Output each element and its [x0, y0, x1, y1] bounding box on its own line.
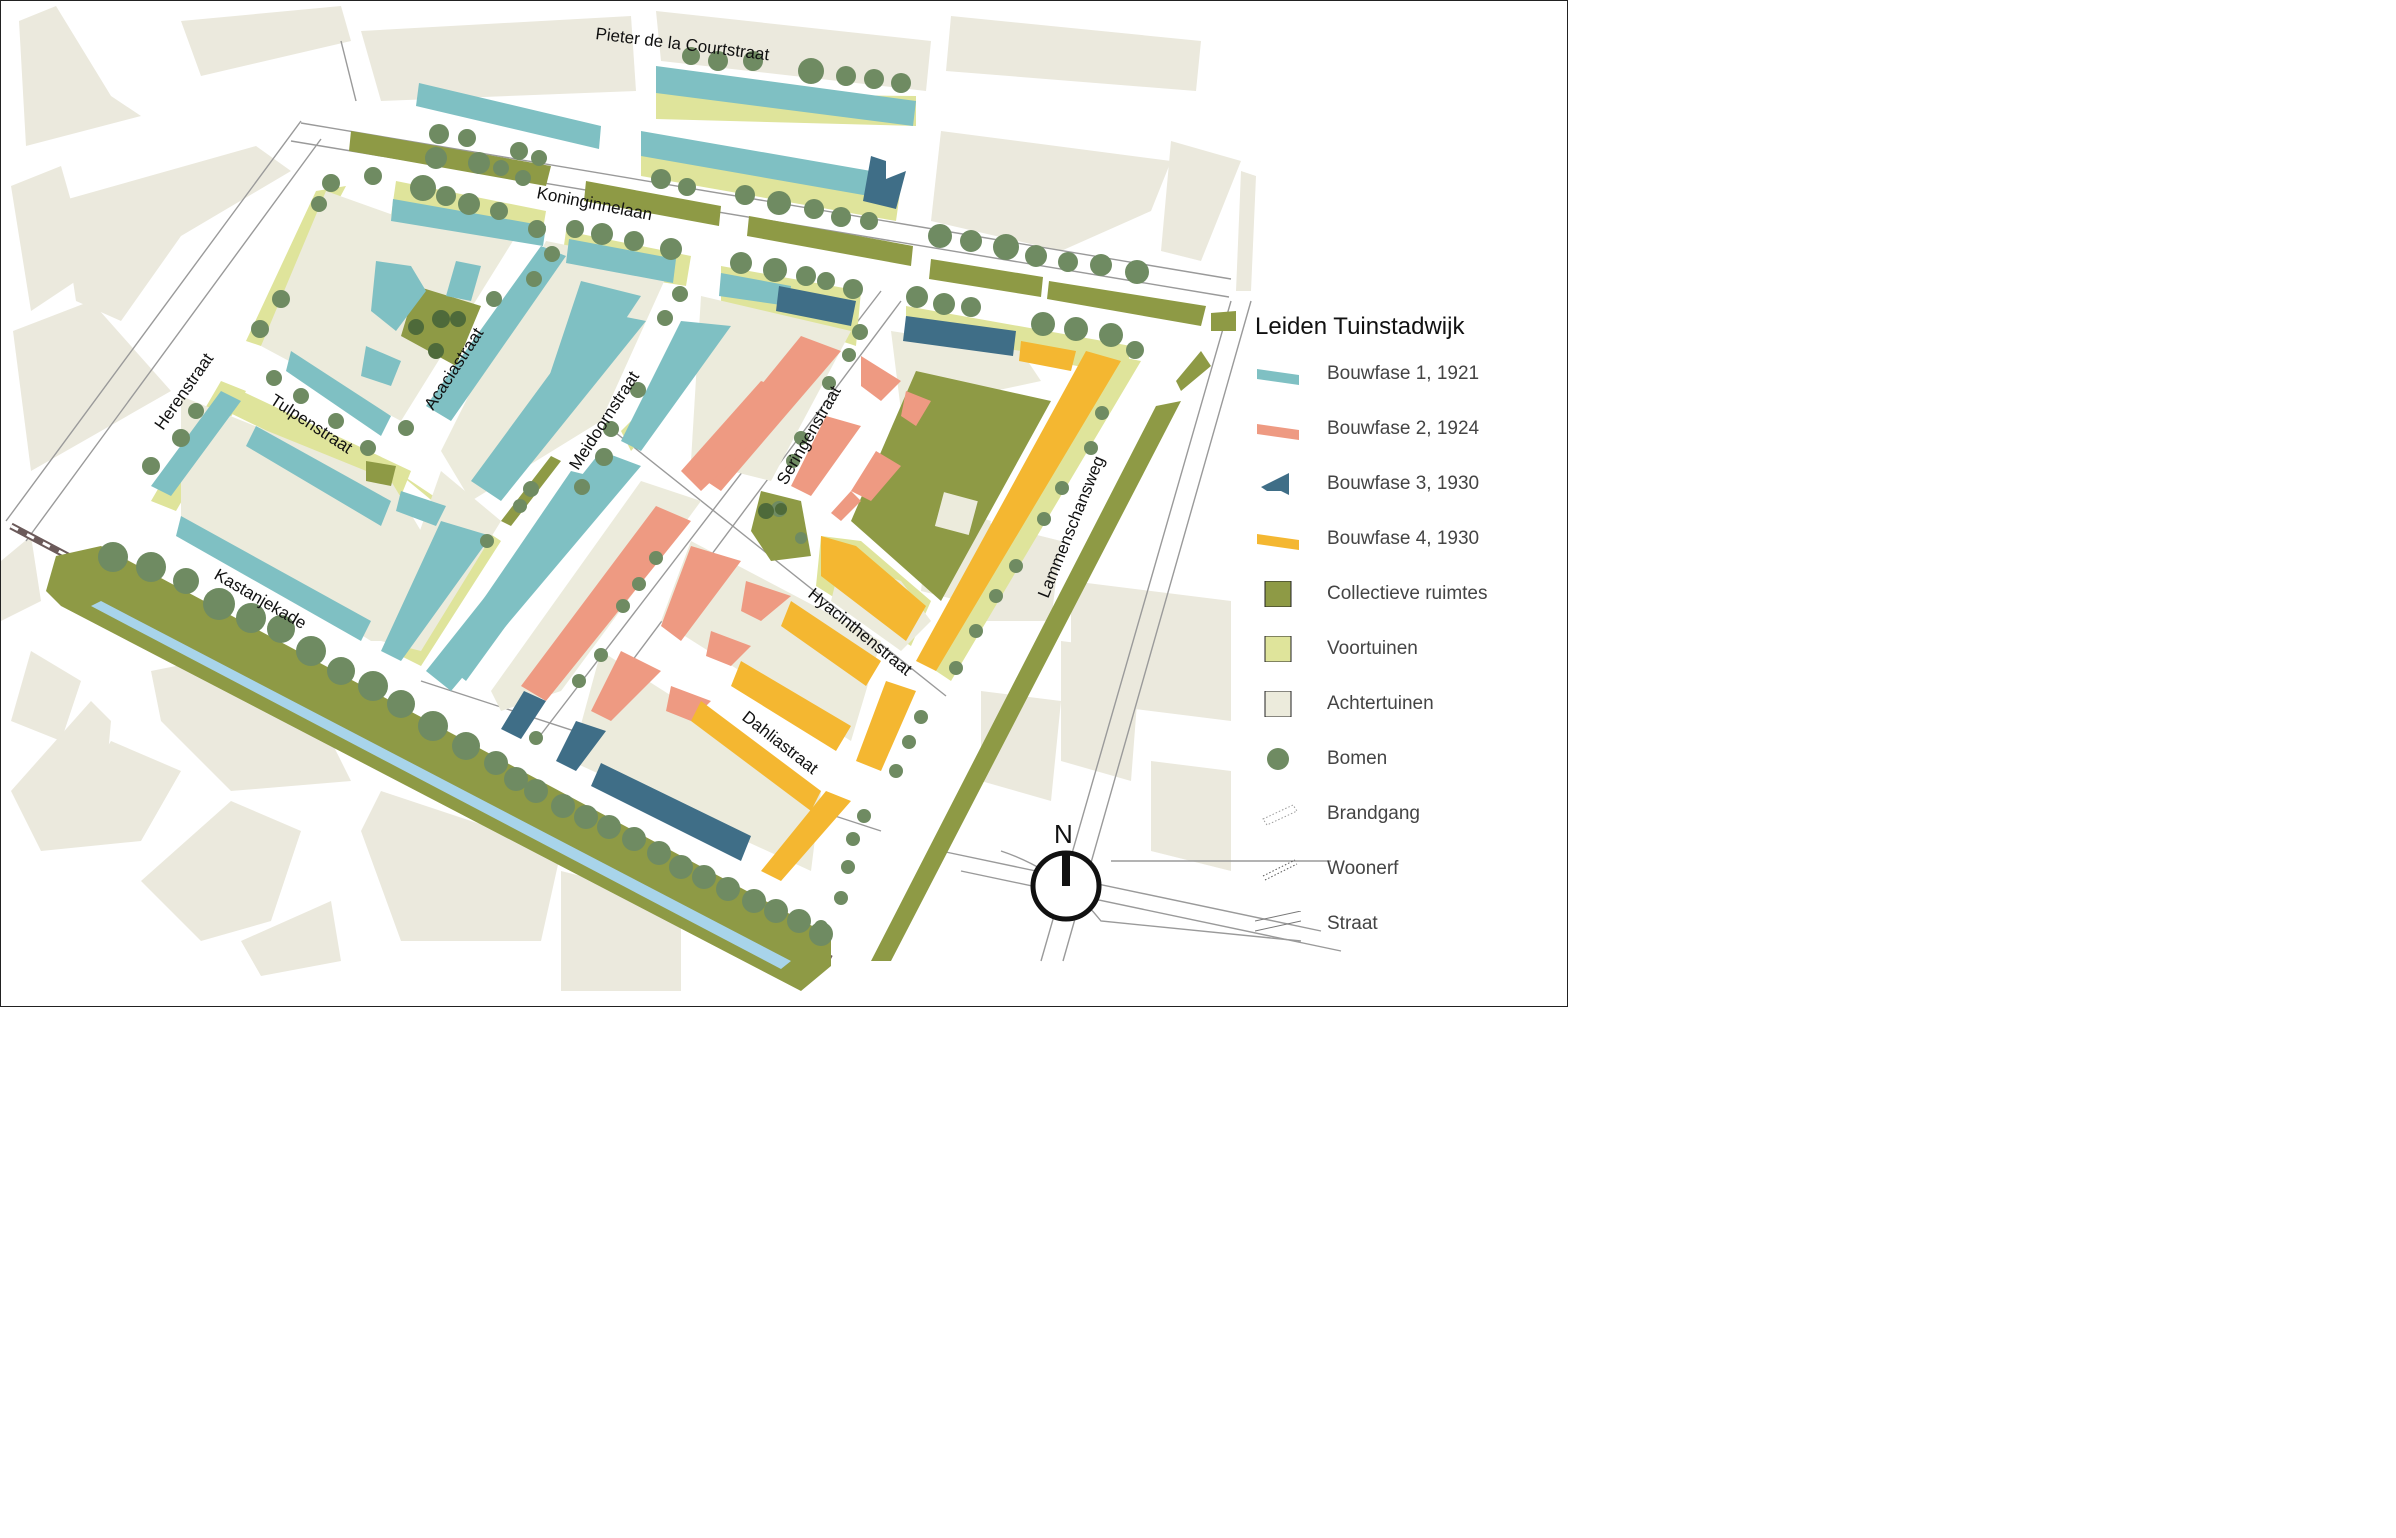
- legend-label-woonerf: Woonerf: [1327, 858, 1399, 879]
- legend-title: Leiden Tuinstadwijk: [1255, 313, 1465, 340]
- legend-item-achtertuinen: Achtertuinen: [1249, 691, 1559, 746]
- north-label: N: [1054, 819, 1073, 849]
- legend-label-bouwfase-2: Bouwfase 2, 1924: [1327, 418, 1480, 439]
- legend-item-straat: Straat: [1249, 911, 1559, 966]
- legend-item-voortuinen: Voortuinen: [1249, 636, 1559, 691]
- bouwfase-2-buildings: [521, 336, 931, 721]
- legend-symbol-straat: [1255, 911, 1301, 932]
- legend-symbol-bouwfase-3: [1261, 473, 1289, 495]
- dark-trees: [408, 310, 787, 519]
- legend-symbol-bouwfase-4: [1257, 534, 1299, 550]
- legend-label-voortuinen: Voortuinen: [1327, 638, 1418, 659]
- legend-symbol-brandgang: [1262, 804, 1298, 826]
- legend-label-brandgang: Brandgang: [1327, 803, 1420, 824]
- bouwfase-1-buildings: [151, 66, 916, 691]
- legend-label-bouwfase-1: Bouwfase 1, 1921: [1327, 363, 1480, 384]
- bouwfase-3-buildings: [501, 156, 1016, 861]
- legend-item-woonerf: Woonerf: [1249, 856, 1559, 911]
- bouwfase-4-buildings: [691, 341, 1121, 881]
- legend-symbol-collectieve-ruimtes: [1264, 581, 1292, 607]
- north-arrow-icon: N: [1030, 819, 1102, 922]
- legend-symbol-bomen: [1267, 748, 1289, 770]
- legend-label-bouwfase-4: Bouwfase 4, 1930: [1327, 528, 1480, 549]
- legend-label-achtertuinen: Achtertuinen: [1327, 693, 1434, 714]
- legend-symbol-bouwfase-1: [1257, 369, 1299, 385]
- trees: [98, 47, 1149, 946]
- map-figure: Pieter de la Courtstraat Koninginnelaan …: [0, 0, 1568, 1007]
- legend-item-collectieve-ruimtes: Collectieve ruimtes: [1249, 581, 1559, 636]
- legend-symbol-voortuinen: [1264, 636, 1292, 662]
- legend-label-collectieve-ruimtes: Collectieve ruimtes: [1327, 583, 1488, 604]
- canal-green-strip: [46, 546, 831, 991]
- legend-item-bomen: Bomen: [1249, 746, 1559, 801]
- central-building: [934, 492, 978, 536]
- legend-item-bouwfase-1: Bouwfase 1, 1921: [1249, 361, 1559, 416]
- neighbourhood-map: Pieter de la Courtstraat Koninginnelaan …: [1, 6, 1342, 991]
- legend-item-bouwfase-3: Bouwfase 3, 1930: [1249, 471, 1559, 526]
- legend-item-bouwfase-2: Bouwfase 2, 1924: [1249, 416, 1559, 471]
- legend-symbol-woonerf: [1262, 859, 1298, 881]
- legend-symbol-bouwfase-2: [1257, 424, 1299, 440]
- legend-label-bomen: Bomen: [1327, 748, 1388, 769]
- green-strips: [349, 131, 1236, 961]
- legend-symbol-achtertuinen: [1264, 691, 1292, 717]
- legend-item-brandgang: Brandgang: [1249, 801, 1559, 856]
- legend-label-straat: Straat: [1327, 913, 1378, 934]
- legend-label-bouwfase-3: Bouwfase 3, 1930: [1327, 473, 1480, 494]
- legend-item-bouwfase-4: Bouwfase 4, 1930: [1249, 526, 1559, 581]
